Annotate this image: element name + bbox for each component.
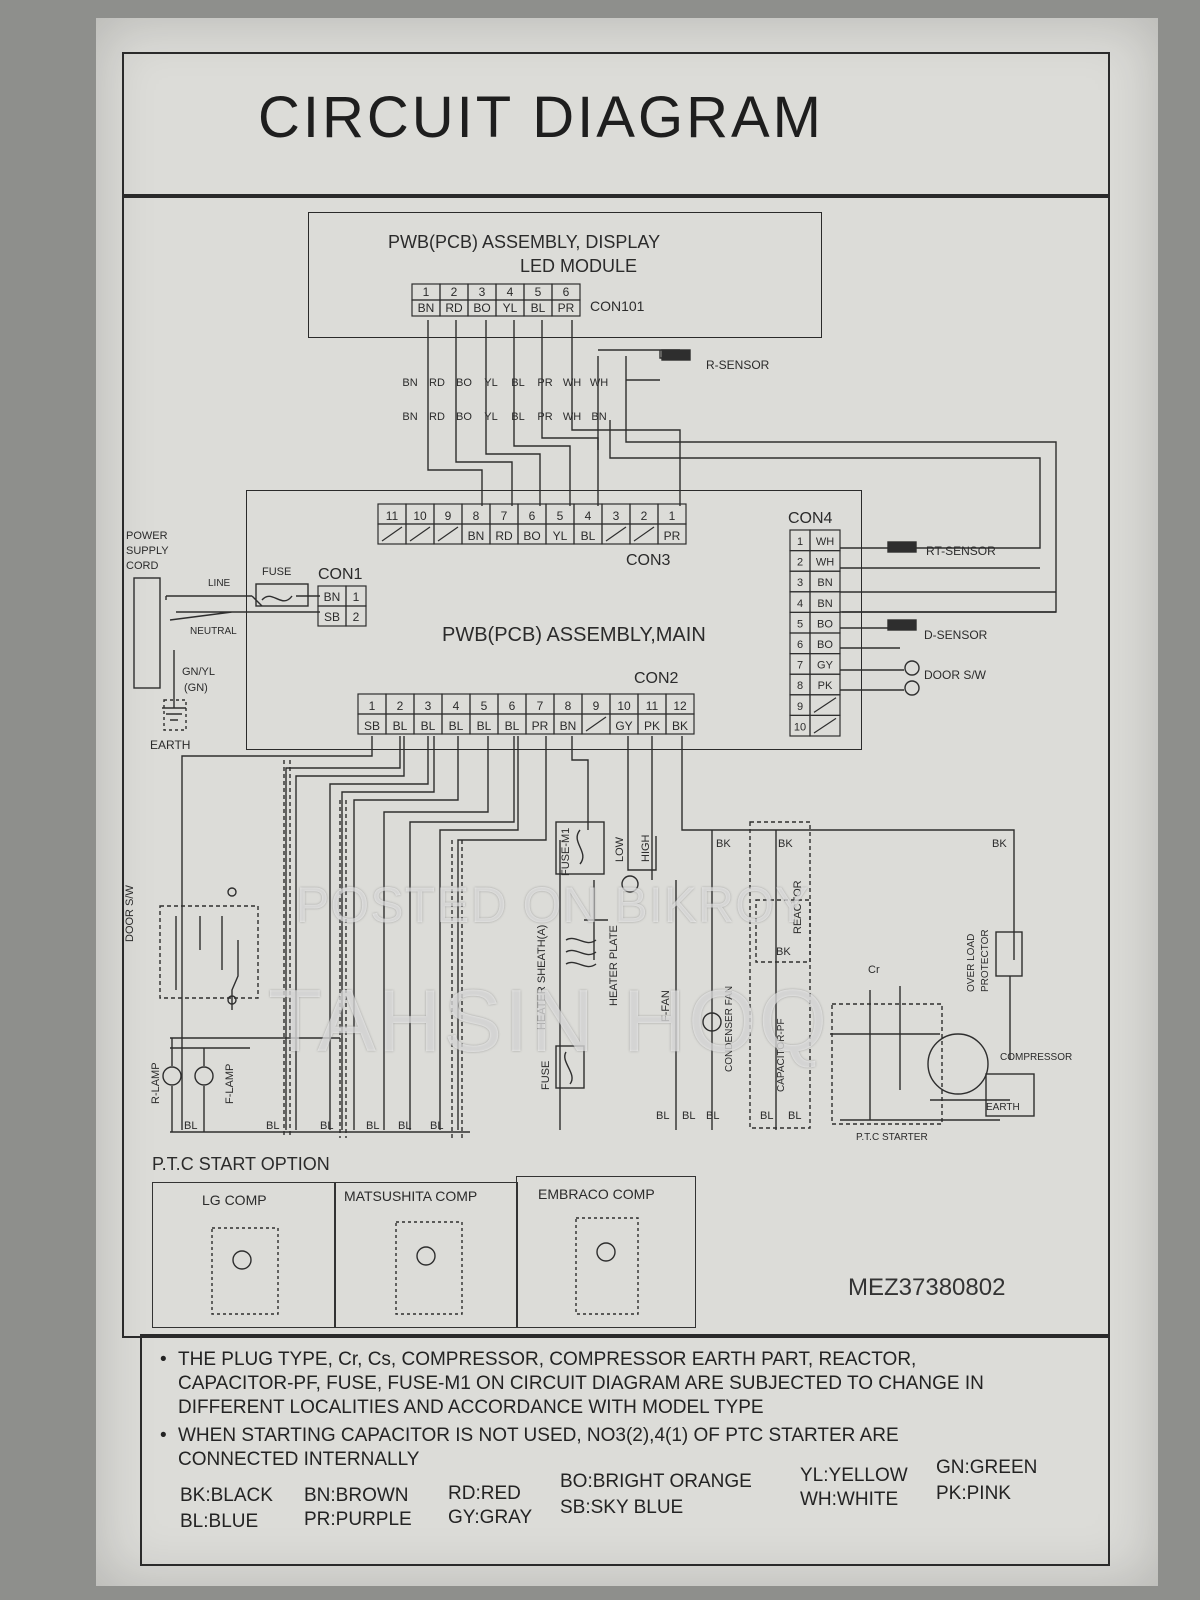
color-code-bl: BL:BLUE: [180, 1511, 259, 1532]
earth-label: EARTH: [150, 738, 191, 752]
power-cord-label-1: POWER: [126, 530, 168, 542]
color-code-bn: BN:BROWN: [304, 1485, 409, 1506]
con4-label: CON4: [788, 510, 833, 527]
bl-label-2: BL: [266, 1120, 280, 1132]
rt-sensor-label: RT-SENSOR: [926, 544, 996, 558]
title-frame: [122, 52, 1110, 198]
note-1-bullet: •: [160, 1349, 167, 1370]
gnyl-label: GN/YL: [182, 666, 216, 678]
note-2-line-2: CONNECTED INTERNALLY: [178, 1449, 420, 1470]
f-lamp-label: F-LAMP: [224, 1063, 236, 1104]
con1-label: CON1: [318, 566, 363, 583]
note-2-line-1: WHEN STARTING CAPACITOR IS NOT USED, NO3…: [178, 1425, 899, 1446]
door-switch-label: DOOR S/W: [924, 668, 986, 682]
door-sw-component-label: DOOR S/W: [124, 885, 136, 942]
overload-label-1: OVER LOAD: [966, 933, 977, 992]
d-sensor-label: D-SENSOR: [924, 628, 988, 642]
watermark-line-2: TAHSIN HOQ: [268, 971, 830, 1070]
compressor-earth-label: EARTH: [986, 1102, 1020, 1113]
ptc-option-box-embraco: [516, 1176, 696, 1328]
fuse-m1-label: FUSE-M1: [560, 827, 572, 876]
con2-label: CON2: [634, 670, 679, 687]
ptc-option-matsushita: MATSUSHITA COMP: [344, 1188, 478, 1204]
bl-label-1: BL: [184, 1120, 198, 1132]
line-label: LINE: [208, 578, 231, 589]
cr-label: Cr: [868, 964, 880, 976]
model-code: MEZ37380802: [848, 1274, 1006, 1301]
neutral-label: NEUTRAL: [190, 626, 237, 637]
ptc-option-lg: LG COMP: [202, 1192, 267, 1208]
notes-frame: [140, 1334, 1110, 1566]
color-code-yl: YL:YELLOW: [800, 1465, 908, 1486]
bl-label-7: BL: [656, 1110, 670, 1122]
power-cord-label-2: SUPPLY: [126, 545, 169, 557]
gn-label: (GN): [184, 682, 208, 694]
color-code-gy: GY:GRAY: [448, 1507, 533, 1528]
bl-label-6: BL: [430, 1120, 444, 1132]
ptc-option-box-lg: [152, 1182, 336, 1328]
note-1-line-3: DIFFERENT LOCALITIES AND ACCORDANCE WITH…: [178, 1397, 764, 1418]
main-board-box: [246, 490, 862, 750]
note-2-bullet: •: [160, 1425, 167, 1446]
color-code-sb: SB:SKY BLUE: [560, 1497, 684, 1518]
color-code-pr: PR:PURPLE: [304, 1509, 412, 1530]
page-title: CIRCUIT DIAGRAM: [258, 85, 824, 150]
color-code-pk: PK:PINK: [936, 1483, 1011, 1504]
bl-label-11: BL: [788, 1110, 802, 1122]
con3-label: CON3: [626, 552, 671, 569]
color-code-rd: RD:RED: [448, 1483, 521, 1504]
overload-label-2: PROTECTOR: [980, 929, 991, 992]
bl-label-9: BL: [706, 1110, 720, 1122]
watermark-line-1: POSTED ON BIKROY: [296, 877, 810, 933]
bl-label-8: BL: [682, 1110, 696, 1122]
bl-label-4: BL: [366, 1120, 380, 1132]
display-module-subtitle: LED MODULE: [520, 256, 638, 276]
note-1-line-2: CAPACITOR-PF, FUSE, FUSE-M1 ON CIRCUIT D…: [178, 1373, 984, 1394]
ptc-option-embraco: EMBRACO COMP: [538, 1186, 655, 1202]
high-label: HIGH: [640, 834, 652, 863]
low-label: LOW: [614, 836, 626, 862]
color-code-gn: GN:GREEN: [936, 1457, 1038, 1478]
color-code-bk: BK:BLACK: [180, 1485, 273, 1506]
con101-label: CON101: [590, 298, 645, 314]
r-lamp-label: R-LAMP: [150, 1062, 162, 1104]
power-cord-label-3: CORD: [126, 560, 159, 572]
bk-label-2: BK: [778, 838, 793, 850]
compressor-label: COMPRESSOR: [1000, 1052, 1073, 1063]
ptc-option-title: P.T.C START OPTION: [152, 1154, 330, 1174]
r-sensor-label: R-SENSOR: [706, 358, 770, 372]
bk-label-4: BK: [776, 946, 791, 958]
note-1-line-1: THE PLUG TYPE, Cr, Cs, COMPRESSOR, COMPR…: [178, 1349, 917, 1370]
main-board-title: PWB(PCB) ASSEMBLY,MAIN: [442, 624, 706, 646]
bk-label-1: BK: [716, 838, 731, 850]
ptc-option-box-matsushita: [334, 1182, 518, 1328]
bk-label-3: BK: [992, 838, 1007, 850]
color-code-wh: WH:WHITE: [800, 1489, 899, 1510]
bl-label-3: BL: [320, 1120, 334, 1132]
ptc-starter-label: P.T.C STARTER: [856, 1132, 928, 1143]
bl-label-5: BL: [398, 1120, 412, 1132]
color-code-bo: BO:BRIGHT ORANGE: [560, 1471, 752, 1492]
bl-label-10: BL: [760, 1110, 774, 1122]
diagram-frame: [122, 194, 1110, 1338]
fuse-label: FUSE: [262, 566, 292, 578]
display-module-title: PWB(PCB) ASSEMBLY, DISPLAY: [388, 232, 661, 252]
